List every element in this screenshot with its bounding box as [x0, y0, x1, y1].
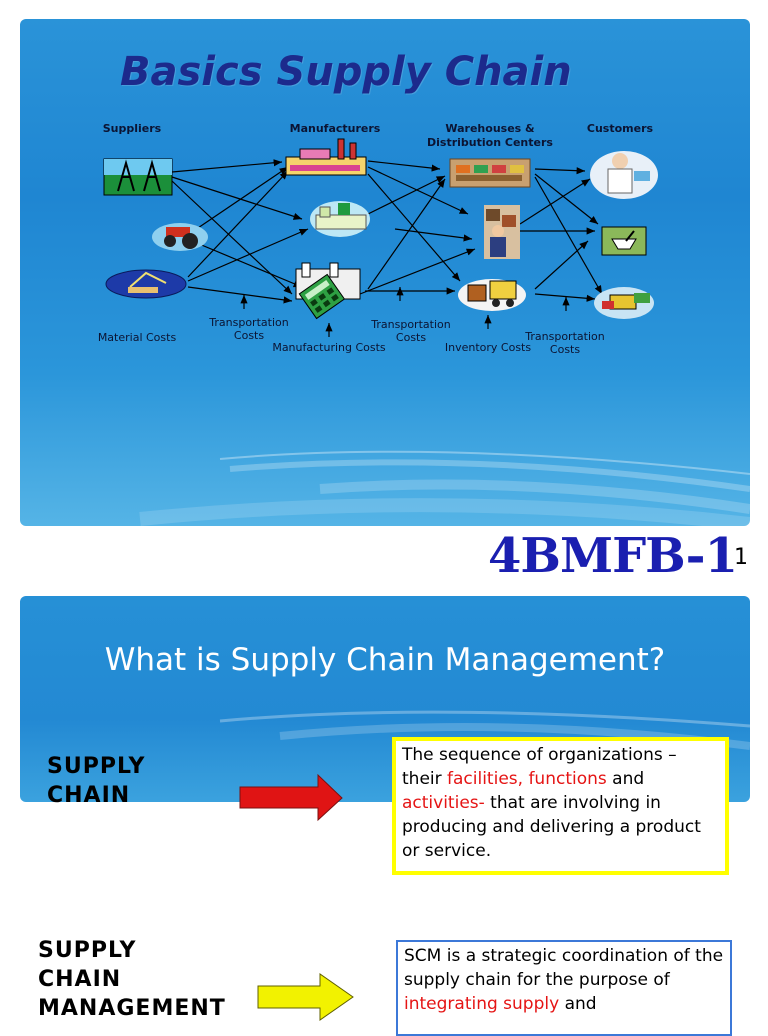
label-inventory-costs: Inventory Costs [444, 341, 532, 354]
tractor-icon [152, 223, 208, 251]
warehouse-worker-icon [484, 205, 520, 259]
power-tower-icon [103, 158, 173, 196]
label-transportation-costs-2: Transportation Costs [371, 318, 451, 344]
column-manufacturers: Manufacturers [289, 122, 381, 135]
label-material-costs: Material Costs [97, 331, 177, 344]
column-warehouses: Warehouses & Distribution Centers [427, 122, 553, 149]
page-number: 1 [734, 545, 748, 570]
calculator-factory-icon [295, 262, 361, 320]
pharmacist-icon [590, 151, 658, 199]
label-transportation-costs-3: Transportation Costs [525, 330, 605, 356]
definition-supply-chain: The sequence of organizations – their fa… [392, 737, 729, 875]
shopping-goods-icon [594, 287, 654, 319]
warehouse-shelves-icon [449, 158, 531, 188]
term-supply-chain-management: SUPPLY CHAIN MANAGEMENT [38, 938, 226, 1021]
slide-basics-supply-chain: Basics Supply Chain Suppliers Manufactur… [20, 19, 750, 526]
definition-scm: SCM is a strategic coordination of the s… [396, 940, 732, 1036]
power-plant-icon [310, 201, 370, 237]
slide-title: Basics Supply Chain [120, 49, 572, 95]
label-manufacturing-costs: Manufacturing Costs [272, 341, 386, 354]
oil-pump-icon [105, 269, 187, 299]
slide-title: What is Supply Chain Management? [104, 642, 666, 678]
slide-background-waves [139, 450, 750, 526]
arrow-right-icon [257, 973, 354, 1021]
term-supply-chain: SUPPLY CHAIN [47, 754, 146, 808]
forklift-icon [458, 279, 526, 311]
column-suppliers: Suppliers [102, 122, 162, 135]
mortar-pestle-icon [601, 226, 647, 256]
supply-chain-flow-diagram [103, 138, 658, 337]
label-transportation-costs-1: Transportation Costs [209, 316, 289, 342]
column-customers: Customers [586, 122, 654, 135]
footer-code: 4BMFB-1 [488, 528, 738, 584]
factory-icon [285, 138, 367, 176]
